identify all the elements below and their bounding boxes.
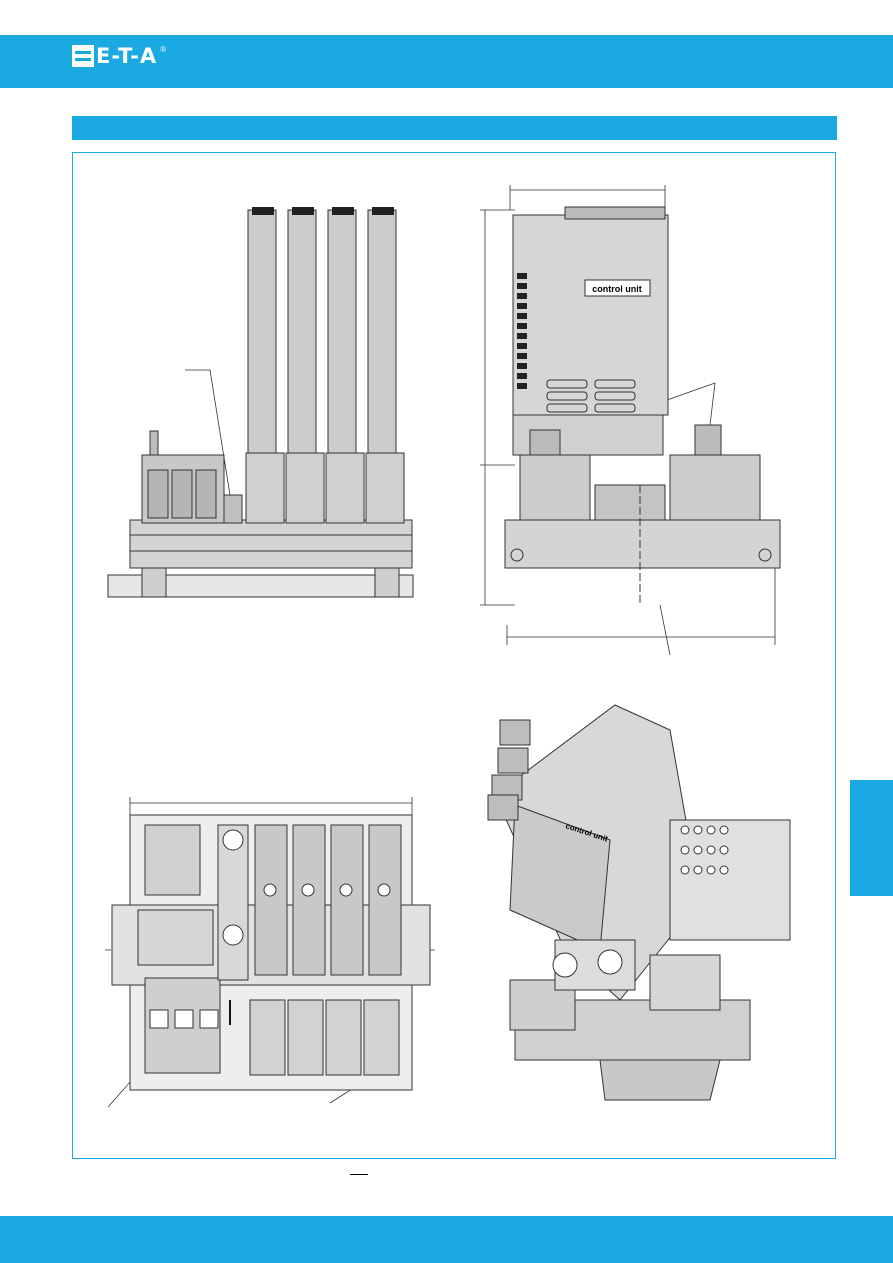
- drawing-frame: [72, 152, 836, 1159]
- side-view-drawing: control unit: [480, 185, 781, 656]
- brand-name: E-T-A: [96, 44, 158, 68]
- section-title-bar: [72, 116, 837, 140]
- control-unit-label: control unit: [592, 284, 642, 294]
- chapter-tab: [850, 780, 893, 896]
- logo-mark-icon: [72, 45, 94, 67]
- front-view-drawing: [107, 207, 414, 598]
- brand-logo: E-T-A ®: [72, 45, 166, 67]
- header-bar: E-T-A ®: [0, 35, 893, 88]
- page-number-marker: [350, 1174, 368, 1175]
- top-view-drawing: [105, 797, 435, 1108]
- registered-mark: ®: [160, 45, 167, 54]
- footer-bar: [0, 1216, 893, 1263]
- isometric-drawing: control unit: [487, 704, 791, 1101]
